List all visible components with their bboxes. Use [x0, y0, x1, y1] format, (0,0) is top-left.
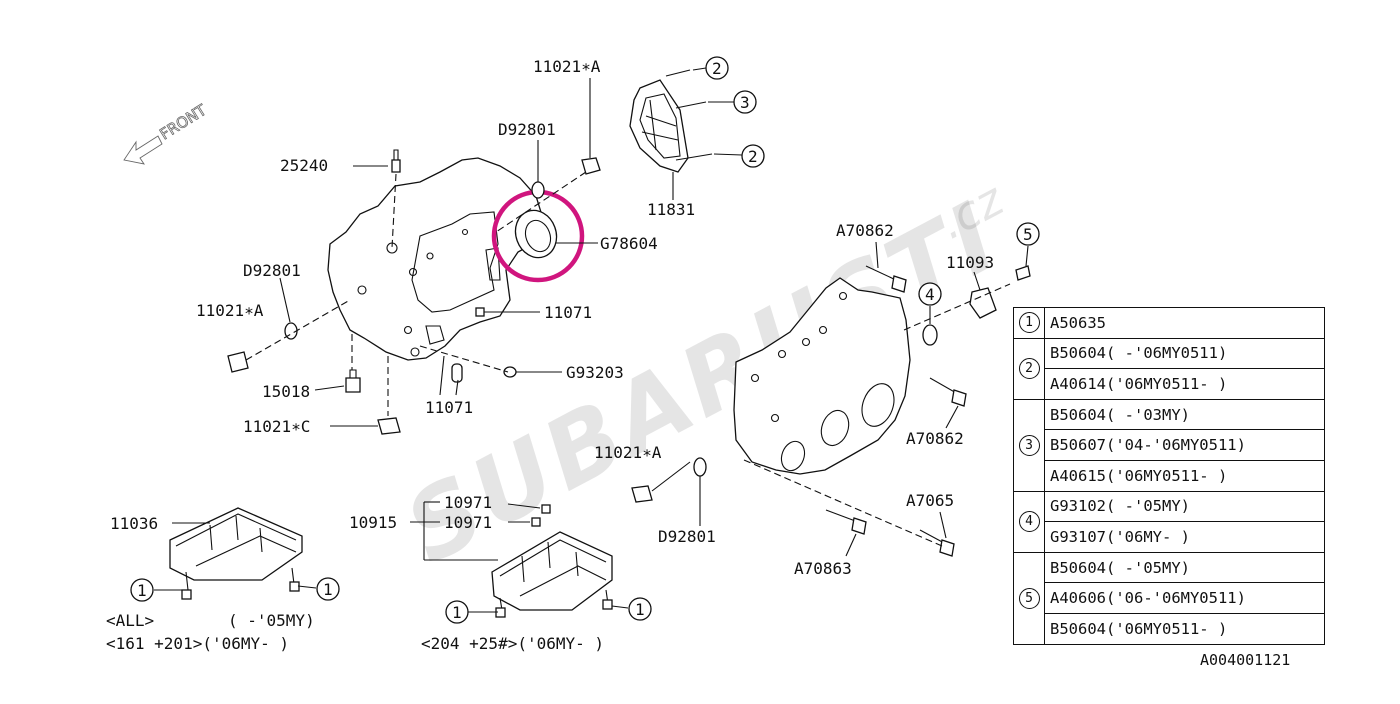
callout-11021A-top: 11021∗A — [533, 57, 601, 76]
legend-number-mark: 1 — [1018, 312, 1040, 334]
ref-mark-1b: 1 — [323, 580, 333, 599]
ref-mark-4: 4 — [925, 285, 935, 304]
leader-lines — [154, 67, 1029, 613]
legend-row: B50604('06MY0511- ) — [1014, 612, 1325, 645]
legend-part-number: B50604( -'05MY) — [1044, 551, 1325, 584]
callouts: 11021∗A D92801 25240 G78604 11831 D92801… — [106, 57, 994, 653]
legend-number: 5 — [1013, 551, 1045, 645]
ref-marks: 2 3 2 4 5 1 1 1 1 — [130, 56, 1040, 624]
legend-number: 2 — [1013, 337, 1045, 400]
front-label: FRONT — [157, 101, 211, 144]
callout-d92801-mid: D92801 — [658, 527, 716, 546]
note-all: <ALL> — [106, 611, 154, 630]
bearing-set-10971 — [491, 531, 613, 618]
right-crankcase — [733, 277, 911, 475]
callout-11093: 11093 — [946, 253, 994, 272]
ref-mark-2a: 2 — [712, 59, 722, 78]
legend-row: A40615('06MY0511- ) — [1014, 459, 1325, 492]
legend-part-number: B50604('06MY0511- ) — [1044, 612, 1325, 645]
callout-d92801-top: D92801 — [498, 120, 556, 139]
ref-mark-1c: 1 — [452, 603, 462, 622]
legend-part-number: A40615('06MY0511- ) — [1044, 459, 1325, 492]
legend-part-number: A40606('06-'06MY0511) — [1044, 582, 1325, 614]
note-161-201: <161 +201>('06MY- ) — [106, 634, 289, 653]
legend-number: 3 — [1013, 398, 1045, 492]
legend-number-mark: 4 — [1018, 511, 1040, 533]
callout-10971-b: 10971 — [444, 513, 492, 532]
legend-number: 4 — [1013, 490, 1045, 553]
legend-part-number: B50604( -'03MY) — [1044, 398, 1325, 431]
callout-11021A-left: 11021∗A — [196, 301, 264, 320]
callout-a70862-mid: A70862 — [906, 429, 964, 448]
note-204-25: <204 +25#>('06MY- ) — [421, 634, 604, 653]
callout-11021A-mid: 11021∗A — [594, 443, 662, 462]
legend-row: G93107('06MY- ) — [1014, 521, 1325, 553]
callout-d92801-left: D92801 — [243, 261, 301, 280]
legend-part-number: G93107('06MY- ) — [1044, 521, 1325, 553]
legend-part-number: A50635 — [1044, 307, 1325, 339]
legend-number-mark: 5 — [1018, 587, 1040, 609]
legend-part-number: G93102( -'05MY) — [1044, 490, 1325, 523]
front-arrow-icon: FRONT — [123, 100, 211, 165]
legend-row: A40614('06MY0511- ) — [1014, 368, 1325, 400]
callout-a7065: A7065 — [906, 491, 954, 510]
callout-11831: 11831 — [647, 200, 695, 219]
bearing-set-11036 — [169, 507, 303, 600]
callout-a70863: A70863 — [794, 559, 852, 578]
left-crankcase — [327, 157, 545, 361]
callout-11071-low: 11071 — [425, 398, 473, 417]
legend-part-number: B50604( -'06MY0511) — [1044, 337, 1325, 370]
legend-number-mark: 2 — [1018, 358, 1040, 380]
callout-g78604: G78604 — [600, 234, 658, 253]
callout-11021C: 11021∗C — [243, 417, 310, 436]
diagram-reference: A004001121 — [1200, 651, 1291, 669]
cover-plate-11831 — [629, 79, 689, 173]
callout-11036: 11036 — [110, 514, 158, 533]
legend-row: B50607('04-'06MY0511) — [1014, 429, 1325, 461]
note-05my: ( -'05MY) — [228, 611, 315, 630]
small-parts — [227, 69, 1031, 557]
ref-mark-2b: 2 — [748, 147, 758, 166]
ref-mark-1a: 1 — [137, 581, 147, 600]
legend-part-number: B50607('04-'06MY0511) — [1044, 429, 1325, 461]
legend-number: 1 — [1013, 307, 1045, 339]
callout-10915: 10915 — [349, 513, 397, 532]
legend-part-number: A40614('06MY0511- ) — [1044, 368, 1325, 400]
callout-10971-a: 10971 — [444, 493, 492, 512]
legend-row: A40606('06-'06MY0511) — [1014, 582, 1325, 614]
callout-15018: 15018 — [262, 382, 310, 401]
ref-mark-1d: 1 — [635, 600, 645, 619]
callout-g93203: G93203 — [566, 363, 624, 382]
callout-11071-right: 11071 — [544, 303, 592, 322]
callout-25240: 25240 — [280, 156, 328, 175]
ref-mark-5: 5 — [1023, 225, 1033, 244]
callout-a70862-top: A70862 — [836, 221, 894, 240]
legend-number-mark: 3 — [1018, 434, 1040, 456]
ref-mark-3: 3 — [740, 93, 750, 112]
